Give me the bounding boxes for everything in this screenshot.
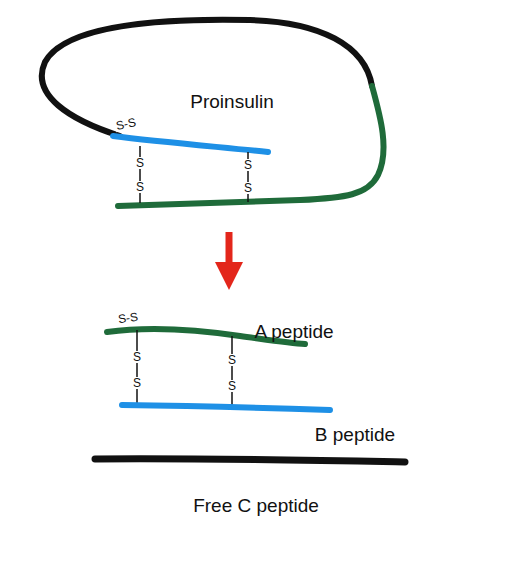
disulfide-label: S-S: [114, 116, 138, 132]
sulfur-label: S: [227, 354, 237, 366]
sulfur-label: S: [243, 159, 253, 171]
peptide-label: B peptide: [315, 425, 395, 444]
sulfur-label: S: [243, 182, 253, 194]
process-arrow: [226, 232, 233, 276]
sulfur-label: S: [132, 351, 142, 363]
disulfide-bond: [231, 336, 233, 405]
disulfide-bond: [136, 330, 138, 403]
peptide-label: A peptide: [254, 322, 333, 341]
disulfide-label: S-S: [116, 311, 139, 326]
peptide-label: Free C peptide: [193, 496, 319, 515]
sulfur-label: S: [135, 157, 145, 169]
b-peptide: [122, 405, 330, 410]
sulfur-label: S: [132, 377, 142, 389]
c-chain: [42, 20, 372, 136]
sulfur-label: S: [227, 380, 237, 392]
c-peptide: [95, 459, 405, 462]
title-label: Proinsulin: [190, 92, 273, 111]
a-chain: [118, 86, 384, 206]
b-chain: [113, 136, 268, 152]
sulfur-label: S: [135, 181, 145, 193]
disulfide-bond: [139, 146, 141, 203]
